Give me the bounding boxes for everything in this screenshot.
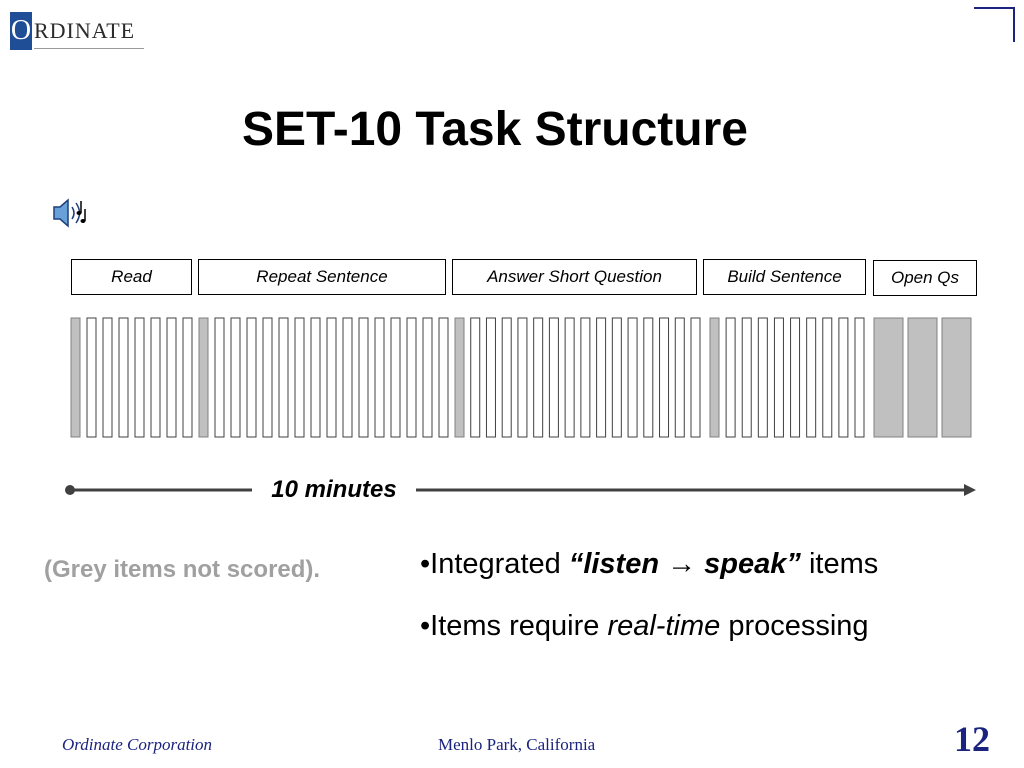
scored-item-bar (342, 317, 353, 438)
scored-item-bar (134, 317, 145, 438)
scored-item-bar (214, 317, 225, 438)
footer-company: Ordinate Corporation (62, 735, 213, 754)
scored-item-bar (533, 317, 544, 438)
logo-underline (34, 48, 144, 49)
unscored-item-bar (454, 317, 465, 438)
bullet-real-time-processing: •Items require real-time processing (420, 610, 869, 642)
scored-item-bar (643, 317, 654, 438)
scored-item-bar (262, 317, 273, 438)
scored-item-bar (580, 317, 591, 438)
scored-item-bar (741, 317, 752, 438)
scored-item-bar (690, 317, 701, 438)
footer-location: Menlo Park, California (438, 735, 596, 754)
scored-item-bar (406, 317, 417, 438)
scored-item-bar (757, 317, 768, 438)
scored-item-bar (118, 317, 129, 438)
scored-item-bar (278, 317, 289, 438)
scored-item-bar (102, 317, 113, 438)
scored-item-bar (326, 317, 337, 438)
unscored-item-bar (198, 317, 209, 438)
scored-item-bar (166, 317, 177, 438)
arrow-right-icon: → (667, 548, 697, 580)
task-label-build-sentence: Build Sentence (703, 259, 866, 295)
scored-item-bar (310, 317, 321, 438)
scored-item-bar (627, 317, 638, 438)
slide-title: SET-10 Task Structure (242, 103, 748, 156)
scored-item-bar (470, 317, 481, 438)
bullet-integrated-items: •Integrated “listen → speak” items (420, 548, 879, 580)
scored-item-bar (773, 317, 784, 438)
scored-item-bar (659, 317, 670, 438)
scored-item-bar (517, 317, 528, 438)
scored-item-bar (674, 317, 685, 438)
scored-item-bar (854, 317, 865, 438)
scored-item-bar (294, 317, 305, 438)
scored-item-bar (611, 317, 622, 438)
scored-item-bar (790, 317, 801, 438)
task-label-read: Read (71, 259, 192, 295)
task-label-open-qs: Open Qs (873, 260, 977, 296)
scored-item-bar (358, 317, 369, 438)
scored-item-bar (725, 317, 736, 438)
scored-item-bar (548, 317, 559, 438)
task-label-answer-short-question: Answer Short Question (452, 259, 697, 295)
scored-item-bar (501, 317, 512, 438)
scored-item-bar (182, 317, 193, 438)
corner-bracket-icon (974, 7, 1015, 42)
timeline-label: 10 minutes (252, 476, 416, 504)
scored-item-bar (150, 317, 161, 438)
scored-item-bar (422, 317, 433, 438)
scored-item-bar (485, 317, 496, 438)
unscored-item-bar (70, 317, 81, 438)
logo-initial: O (10, 12, 32, 50)
grey-items-note: (Grey items not scored). (44, 556, 321, 583)
ordinate-logo: O RDINATE (4, 4, 146, 56)
unscored-item-bar (873, 317, 904, 438)
task-label-repeat-sentence: Repeat Sentence (198, 259, 446, 295)
scored-item-bar (596, 317, 607, 438)
scored-item-bar (230, 317, 241, 438)
unscored-item-bar (907, 317, 938, 438)
unscored-item-bar (709, 317, 720, 438)
timeline-arrow (65, 484, 976, 496)
scored-item-bar (86, 317, 97, 438)
speaker-audio-icon[interactable] (50, 195, 90, 231)
page-number: 12 (954, 719, 990, 759)
scored-item-bar (438, 317, 449, 438)
unscored-item-bar (941, 317, 972, 438)
scored-item-bar (374, 317, 385, 438)
scored-item-bar (822, 317, 833, 438)
scored-item-bar (246, 317, 257, 438)
scored-item-bar (838, 317, 849, 438)
logo-text: RDINATE (34, 18, 136, 43)
scored-item-bar (806, 317, 817, 438)
scored-item-bar (564, 317, 575, 438)
scored-item-bar (390, 317, 401, 438)
